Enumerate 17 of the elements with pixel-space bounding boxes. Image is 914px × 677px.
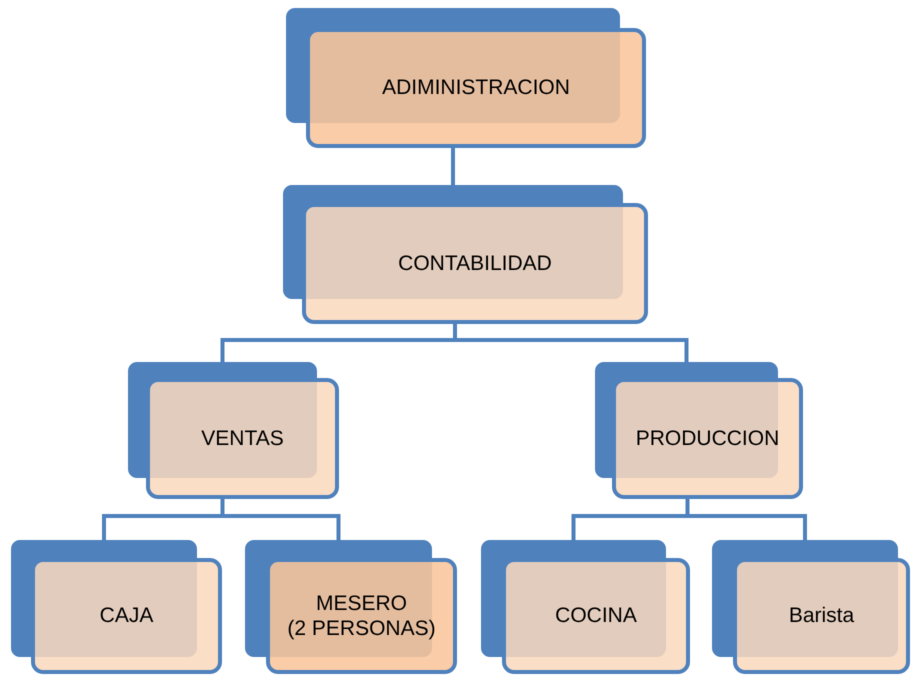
org-box	[11, 540, 222, 674]
org-box	[283, 185, 648, 324]
org-box	[481, 540, 690, 674]
connector-line	[451, 148, 455, 185]
box-label: VENTAS	[201, 426, 284, 452]
box-label: ADIMINISTRACION	[382, 75, 570, 101]
box-label: PRODUCCION	[636, 426, 780, 452]
box-label: Barista	[788, 603, 854, 629]
box-label: MESERO (2 PERSONAS)	[286, 590, 436, 642]
org-box	[286, 8, 646, 148]
box-label: CONTABILIDAD	[398, 250, 552, 276]
org-box	[128, 362, 339, 499]
org-box	[245, 540, 457, 674]
org-box	[712, 540, 910, 674]
org-box	[595, 362, 803, 499]
box-label: CAJA	[100, 603, 154, 629]
box-label: COCINA	[555, 603, 637, 629]
